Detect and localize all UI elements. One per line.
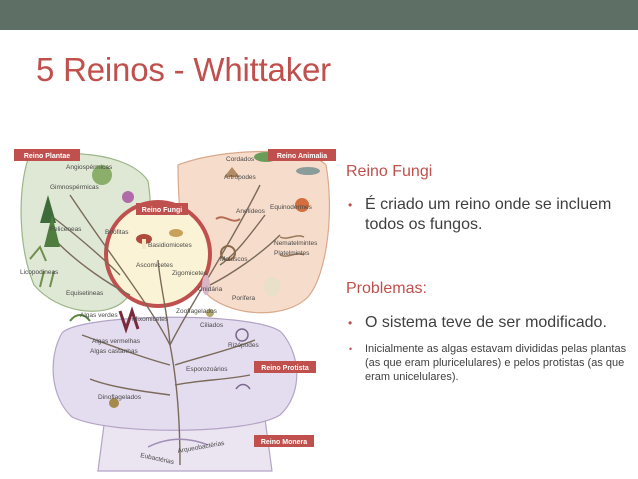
diagram-svg: Reino Plantae Reino Animalia Reino Fungi…	[14, 149, 336, 472]
label-nematelmintes: Nematelmintes	[274, 240, 318, 247]
monera-label: Reino Monera	[261, 439, 307, 446]
fungi-label-box	[136, 203, 188, 215]
label-briofitas: Briófitas	[105, 229, 129, 236]
bullet-marker: •	[348, 198, 353, 212]
protista-label-box	[254, 361, 316, 373]
label-equisetineas: Equisetineas	[66, 290, 104, 297]
fungi-bullet: • É criado um reino onde se incluem todo…	[346, 195, 631, 235]
label-algas-verdes: Algas verdes	[80, 312, 118, 319]
fungi-label: Reino Fungi	[142, 207, 182, 214]
label-esporozoarios: Esporozoários	[186, 366, 228, 373]
label-zigomicetes: Zigomicetes	[172, 270, 208, 277]
problems-bullet-sub: • Inicialmente as algas estavam dividida…	[346, 342, 631, 384]
label-cordados: Cordados	[226, 156, 255, 163]
label-porifera: Porífera	[232, 295, 256, 302]
label-equinodermes: Equinodermes	[270, 204, 313, 211]
problems-heading: Problemas:	[346, 280, 427, 297]
plantae-label-box	[14, 149, 80, 161]
top-bar	[0, 0, 638, 30]
problems-bullet-main: • O sistema teve de ser modificado.	[346, 313, 631, 333]
monera-label-box	[254, 435, 314, 447]
protista-label: Reino Protista	[261, 365, 309, 372]
fungi-bullet-text: É criado um reino onde se incluem todos …	[365, 196, 612, 233]
label-rizopodes: Rizópodes	[228, 342, 259, 349]
label-angiospermicas: Angiospérmicas	[66, 164, 113, 171]
label-gimnospermicas: Gimnospérmicas	[50, 184, 100, 191]
problems-bullet-sub-text: Inicialmente as algas estavam divididas …	[365, 343, 627, 383]
label-ciliados: Ciliados	[200, 322, 224, 329]
slide-title: 5 Reinos - Whittaker	[36, 51, 331, 88]
label-algas-vermelhas: Algas vermelhas	[92, 338, 141, 345]
slide-content: Reino Fungi • É criado um reino onde se …	[346, 163, 631, 384]
label-zooflagelados: Zooflagelados	[176, 308, 218, 315]
organism-icons	[29, 152, 320, 448]
label-platelmintes: Platelmintes	[274, 250, 310, 257]
label-feliceneas: Feliceneas	[50, 226, 82, 233]
five-kingdoms-diagram: Reino Plantae Reino Animalia Reino Fungi…	[10, 135, 338, 475]
label-ascomicetes: Ascomicetes	[136, 262, 174, 269]
label-cnidaria: Cnidária	[198, 286, 223, 293]
plantae-label: Reino Plantae	[24, 153, 70, 160]
animalia-label-box	[268, 149, 336, 161]
label-algas-castanhas: Algas castanhas	[90, 348, 138, 355]
animalia-label: Reino Animalia	[277, 153, 327, 160]
label-basidiomicetes: Basidiomicetes	[148, 242, 192, 249]
label-artropodes: Artrópodes	[224, 174, 257, 181]
label-anelideos: Anelídeos	[236, 208, 266, 215]
bullet-marker: •	[349, 344, 353, 354]
bullet-marker: •	[348, 316, 353, 330]
label-moluscos: Moluscos	[220, 256, 248, 263]
tree-branches	[49, 184, 281, 466]
label-mixomicetes: Mixomicetes	[132, 316, 169, 323]
problems-bullet-main-text: O sistema teve de ser modificado.	[365, 314, 607, 331]
fungi-heading: Reino Fungi	[346, 163, 433, 180]
label-licopodineas: Licopodineas	[20, 269, 59, 276]
fungi-circle	[104, 200, 212, 308]
label-dinoflagelados: Dinoflagelados	[98, 394, 142, 401]
